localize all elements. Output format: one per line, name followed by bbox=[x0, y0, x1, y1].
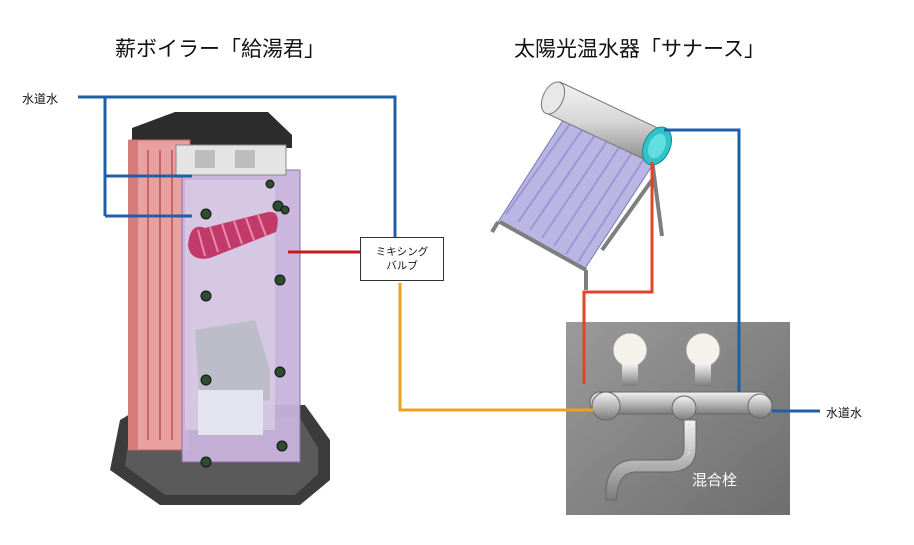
mixer-faucet-label: 混合栓 bbox=[692, 471, 738, 489]
solar-heater-title: 太陽光温水器「サナース」 bbox=[514, 37, 765, 61]
mixing-valve-label-line2: バルブ bbox=[386, 260, 418, 272]
heat-exchanger-coil bbox=[188, 211, 278, 259]
boiler-title: 薪ボイラー「給湯君」 bbox=[115, 37, 325, 61]
solar-water-heater-illustration bbox=[490, 81, 673, 290]
wood-boiler-illustration bbox=[110, 112, 330, 505]
cold-water-lines bbox=[78, 95, 820, 413]
mixer-faucet-photo bbox=[566, 322, 790, 515]
solar-hot-line bbox=[582, 162, 654, 384]
mixed-water-line bbox=[398, 283, 593, 412]
mixing-valve-box: ミキシング バルブ bbox=[360, 237, 444, 281]
tap-water-label-right: 水道水 bbox=[826, 406, 863, 420]
tap-water-label-left: 水道水 bbox=[22, 92, 59, 106]
mixing-valve-label-line1: ミキシング bbox=[375, 246, 429, 258]
